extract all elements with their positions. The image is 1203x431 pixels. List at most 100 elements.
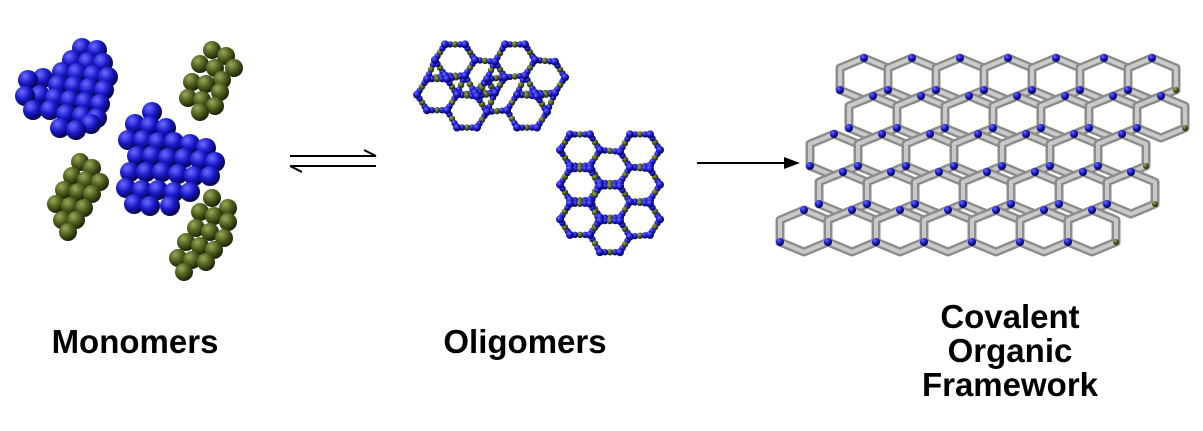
bond-atom (493, 107, 501, 115)
monomers-cluster (15, 38, 243, 281)
green-atom (191, 203, 209, 221)
green-atom (177, 233, 195, 251)
cof-node-atom (908, 54, 916, 62)
cof-node-atom (1007, 200, 1015, 208)
node-atom (646, 130, 654, 139)
cof-wall-highlight (874, 208, 926, 254)
cof-node-atom (1100, 54, 1108, 62)
node-atom (566, 230, 574, 239)
cof-wall-highlight (904, 132, 956, 178)
cof-node-atom (941, 124, 949, 132)
bond-atom (451, 41, 459, 48)
blue-monomer-2 (116, 102, 225, 216)
cof-linker-atom (1173, 87, 1179, 93)
cof-wall-highlight (1126, 56, 1178, 102)
bond-atom (511, 41, 519, 48)
cof-node-atom (806, 162, 814, 170)
cof-wall-highlight (991, 94, 1043, 140)
cof-wall-highlight (1018, 208, 1070, 254)
bond-atom (636, 164, 644, 172)
cof-node-atom (1028, 86, 1036, 94)
blue-atom (66, 120, 86, 140)
green-atom (203, 189, 221, 207)
cof-wall-highlight (1096, 132, 1148, 178)
blue-atom (120, 162, 140, 182)
cof-node-atom (1013, 92, 1021, 100)
green-atom (183, 73, 201, 91)
bond-atom (523, 124, 531, 131)
cof-wall-highlight (943, 94, 995, 140)
node-atom (513, 123, 521, 132)
cof-node-atom (1085, 124, 1093, 132)
green-atom (191, 237, 209, 255)
blue-atom (174, 148, 194, 168)
green-atom (175, 263, 193, 281)
cof-wall-highlight (838, 56, 890, 102)
cof-wall-highlight (952, 132, 1004, 178)
node-atom (596, 248, 604, 257)
bond-atom (606, 147, 614, 155)
green-monomer-1 (179, 41, 243, 121)
cof-label-line-2: Organic (947, 332, 1073, 369)
node-atom (441, 40, 449, 49)
bond-atom (576, 131, 584, 138)
cof-node-atom (1094, 162, 1102, 170)
node-atom (471, 56, 479, 64)
oligomer-sheet-2 (556, 130, 664, 257)
node-atom (423, 106, 431, 115)
node-atom (473, 123, 481, 132)
cof-node-atom (800, 206, 808, 214)
cof-node-atom (1103, 200, 1111, 208)
blue-atom (140, 196, 160, 216)
node-atom (521, 71, 529, 80)
node-atom (596, 182, 604, 191)
node-atom (473, 92, 481, 101)
cof-node-atom (1046, 162, 1054, 170)
cof-wall-highlight (1105, 170, 1157, 216)
cof-node-atom (911, 200, 919, 208)
bond-atom (523, 92, 531, 99)
blue-atom (18, 70, 38, 90)
cof-wall-highlight (970, 208, 1022, 254)
node-atom (501, 73, 509, 82)
node-atom (616, 217, 624, 226)
node-atom (531, 56, 539, 64)
node-atom (596, 217, 604, 226)
cof-wall-highlight (1078, 56, 1130, 102)
oligomer-sheet-1 (413, 40, 569, 132)
cof-wall-highlight (808, 132, 860, 178)
cof-wall-highlight (1087, 94, 1139, 140)
green-atom (187, 219, 205, 237)
blue-atom (116, 178, 136, 198)
cof-label: Covalent Organic Framework (885, 300, 1135, 402)
monomers-label: Monomers (51, 323, 219, 360)
cof-wall-highlight (1000, 132, 1052, 178)
cof-node-atom (1004, 54, 1012, 62)
blue-atom (168, 164, 188, 184)
bond-atom (463, 92, 471, 99)
node-atom (561, 73, 569, 82)
green-atom (203, 41, 221, 59)
equilibrium-arrow (289, 149, 377, 173)
node-atom (533, 92, 541, 101)
node-atom (656, 146, 664, 154)
bond-atom (576, 165, 584, 173)
cof-wall-highlight (826, 208, 878, 254)
cof-node-atom (1148, 54, 1156, 62)
cof-node-atom (1124, 86, 1132, 94)
cof-node-atom (887, 168, 895, 176)
node-atom (566, 130, 574, 139)
blue-atom (148, 180, 168, 200)
green-atom (61, 197, 79, 215)
node-atom (656, 180, 664, 189)
blue-monomer-1 (15, 38, 118, 140)
oligomers-label: Oligomers (443, 323, 607, 360)
node-atom (646, 199, 654, 208)
node-atom (431, 56, 439, 64)
bond-atom (576, 200, 584, 207)
node-atom (586, 199, 594, 208)
covalent-organic-framework (775, 53, 1190, 257)
cof-node-atom (1127, 168, 1135, 176)
green-atom (206, 97, 224, 115)
node-atom (443, 106, 451, 115)
